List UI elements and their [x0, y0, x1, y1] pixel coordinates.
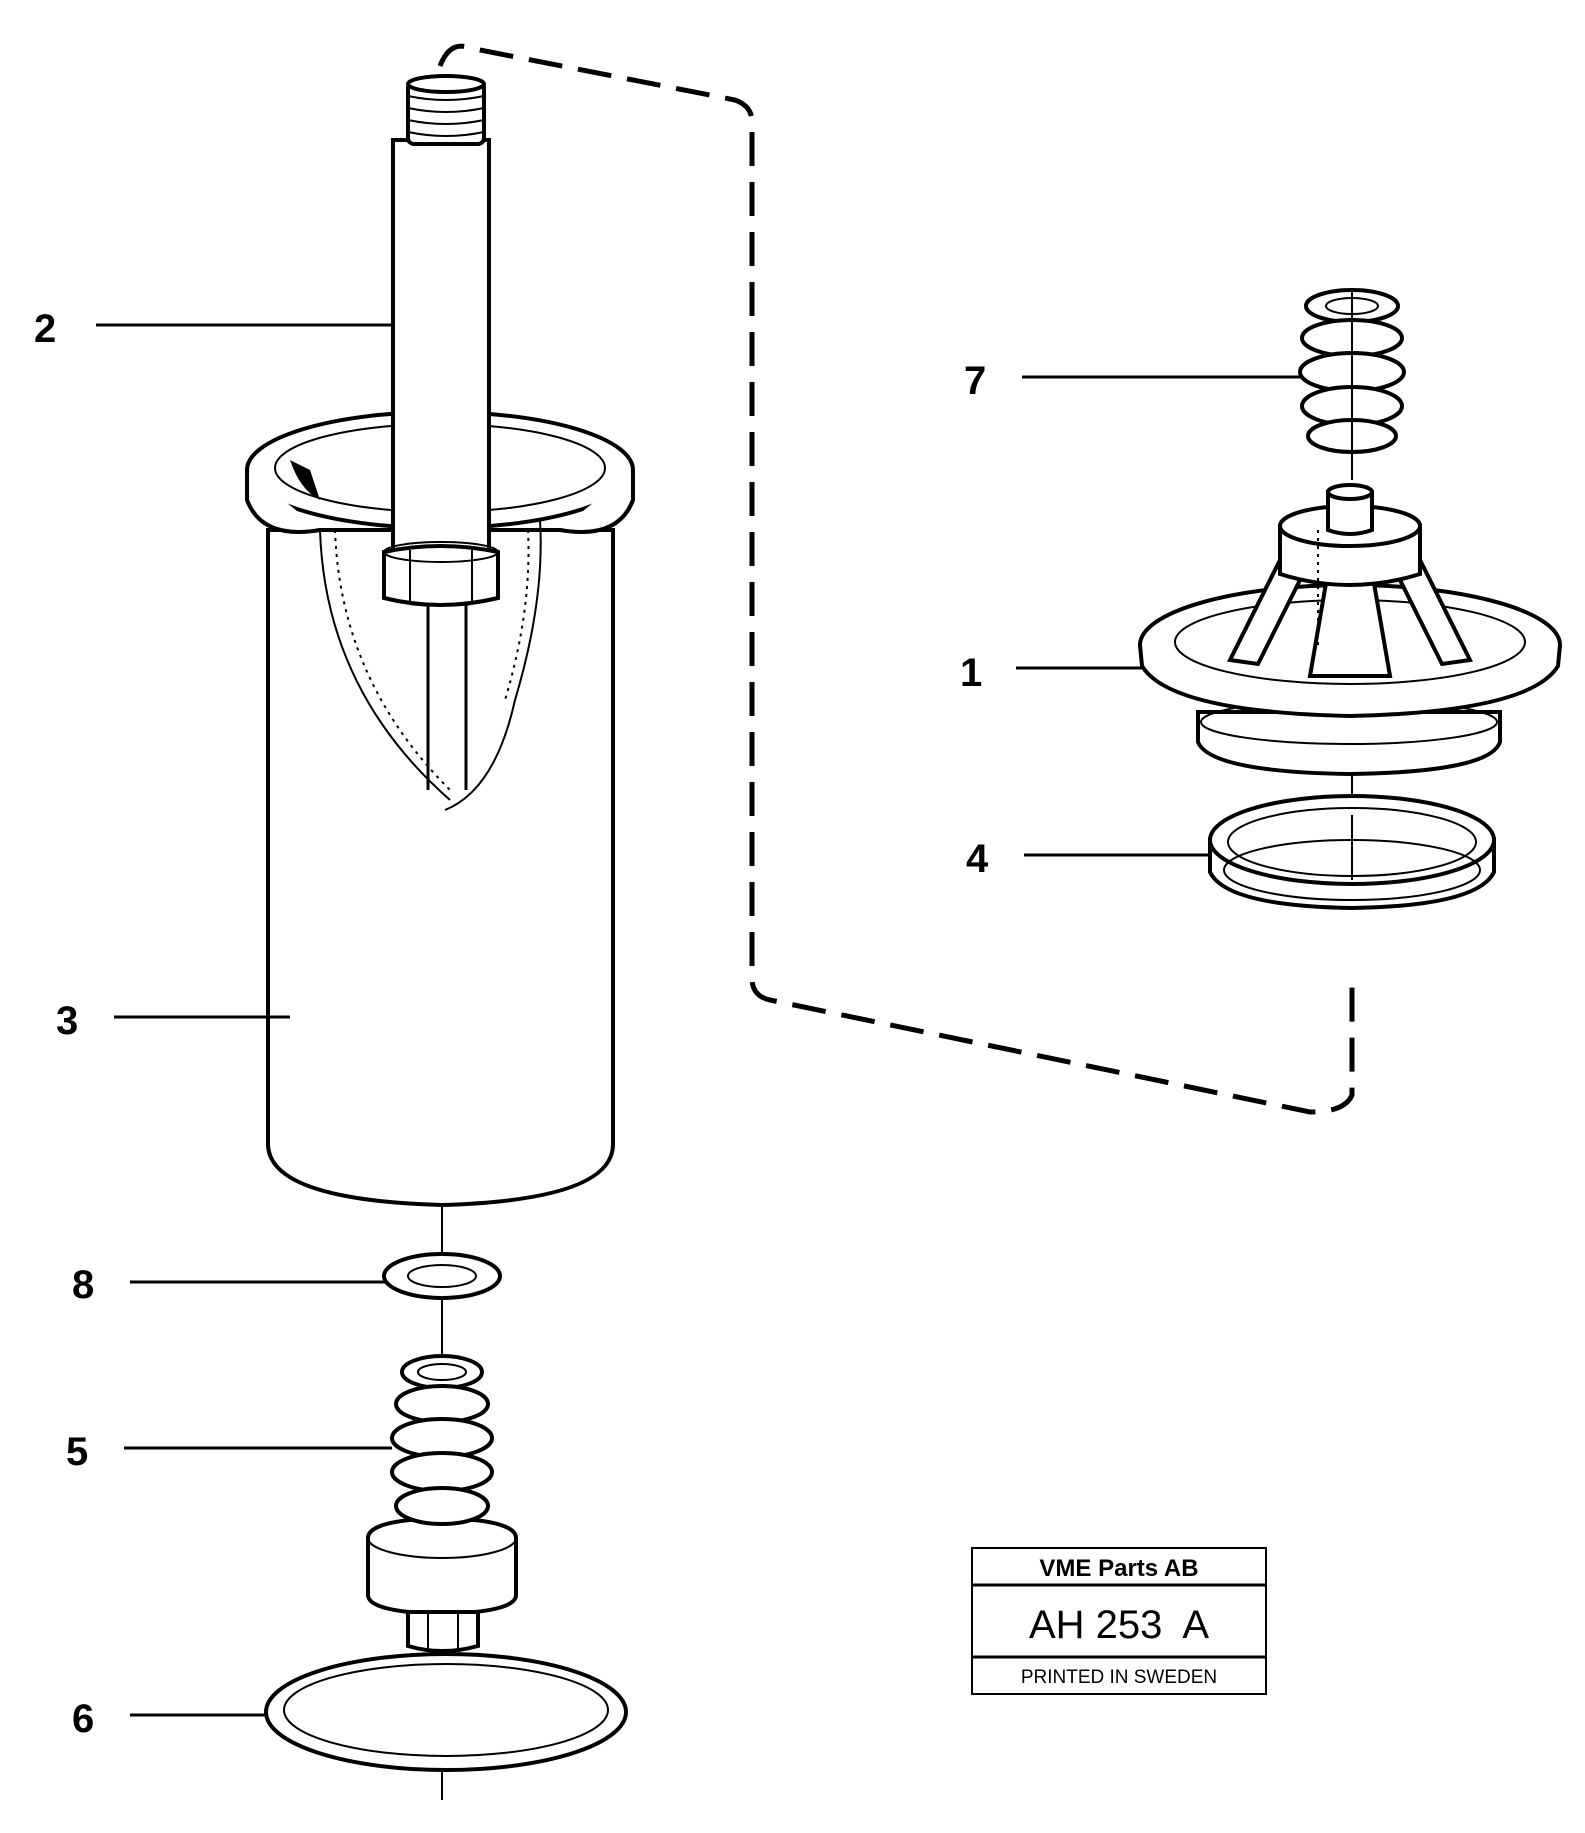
part-8-washer [382, 1252, 502, 1300]
part-2-threaded-rod [382, 74, 500, 607]
part-6-o-ring [264, 1652, 628, 1772]
callout-7: 7 [964, 359, 986, 403]
callout-6: 6 [72, 1697, 94, 1741]
callout-5: 5 [66, 1430, 88, 1474]
callout-1: 1 [960, 651, 982, 695]
callout-2: 2 [34, 307, 56, 351]
callout-8: 8 [72, 1263, 94, 1307]
part-7-spring [1298, 288, 1406, 480]
assembly-dashed-path [437, 43, 1355, 1115]
part-4-sealing-ring [1208, 794, 1496, 911]
title-block-company: VME Parts AB [1039, 1555, 1198, 1582]
title-block: VME Parts AB AH 253 A PRINTED IN SWEDEN [971, 1547, 1267, 1695]
part-1-valve-cage [1138, 483, 1562, 860]
callout-3: 3 [56, 999, 78, 1043]
title-block-print-note: PRINTED IN SWEDEN [1021, 1667, 1217, 1688]
part-5-spring-valve [366, 1354, 518, 1653]
title-block-drawing-code: AH 253 A [1029, 1603, 1209, 1647]
callout-4: 4 [966, 837, 989, 881]
